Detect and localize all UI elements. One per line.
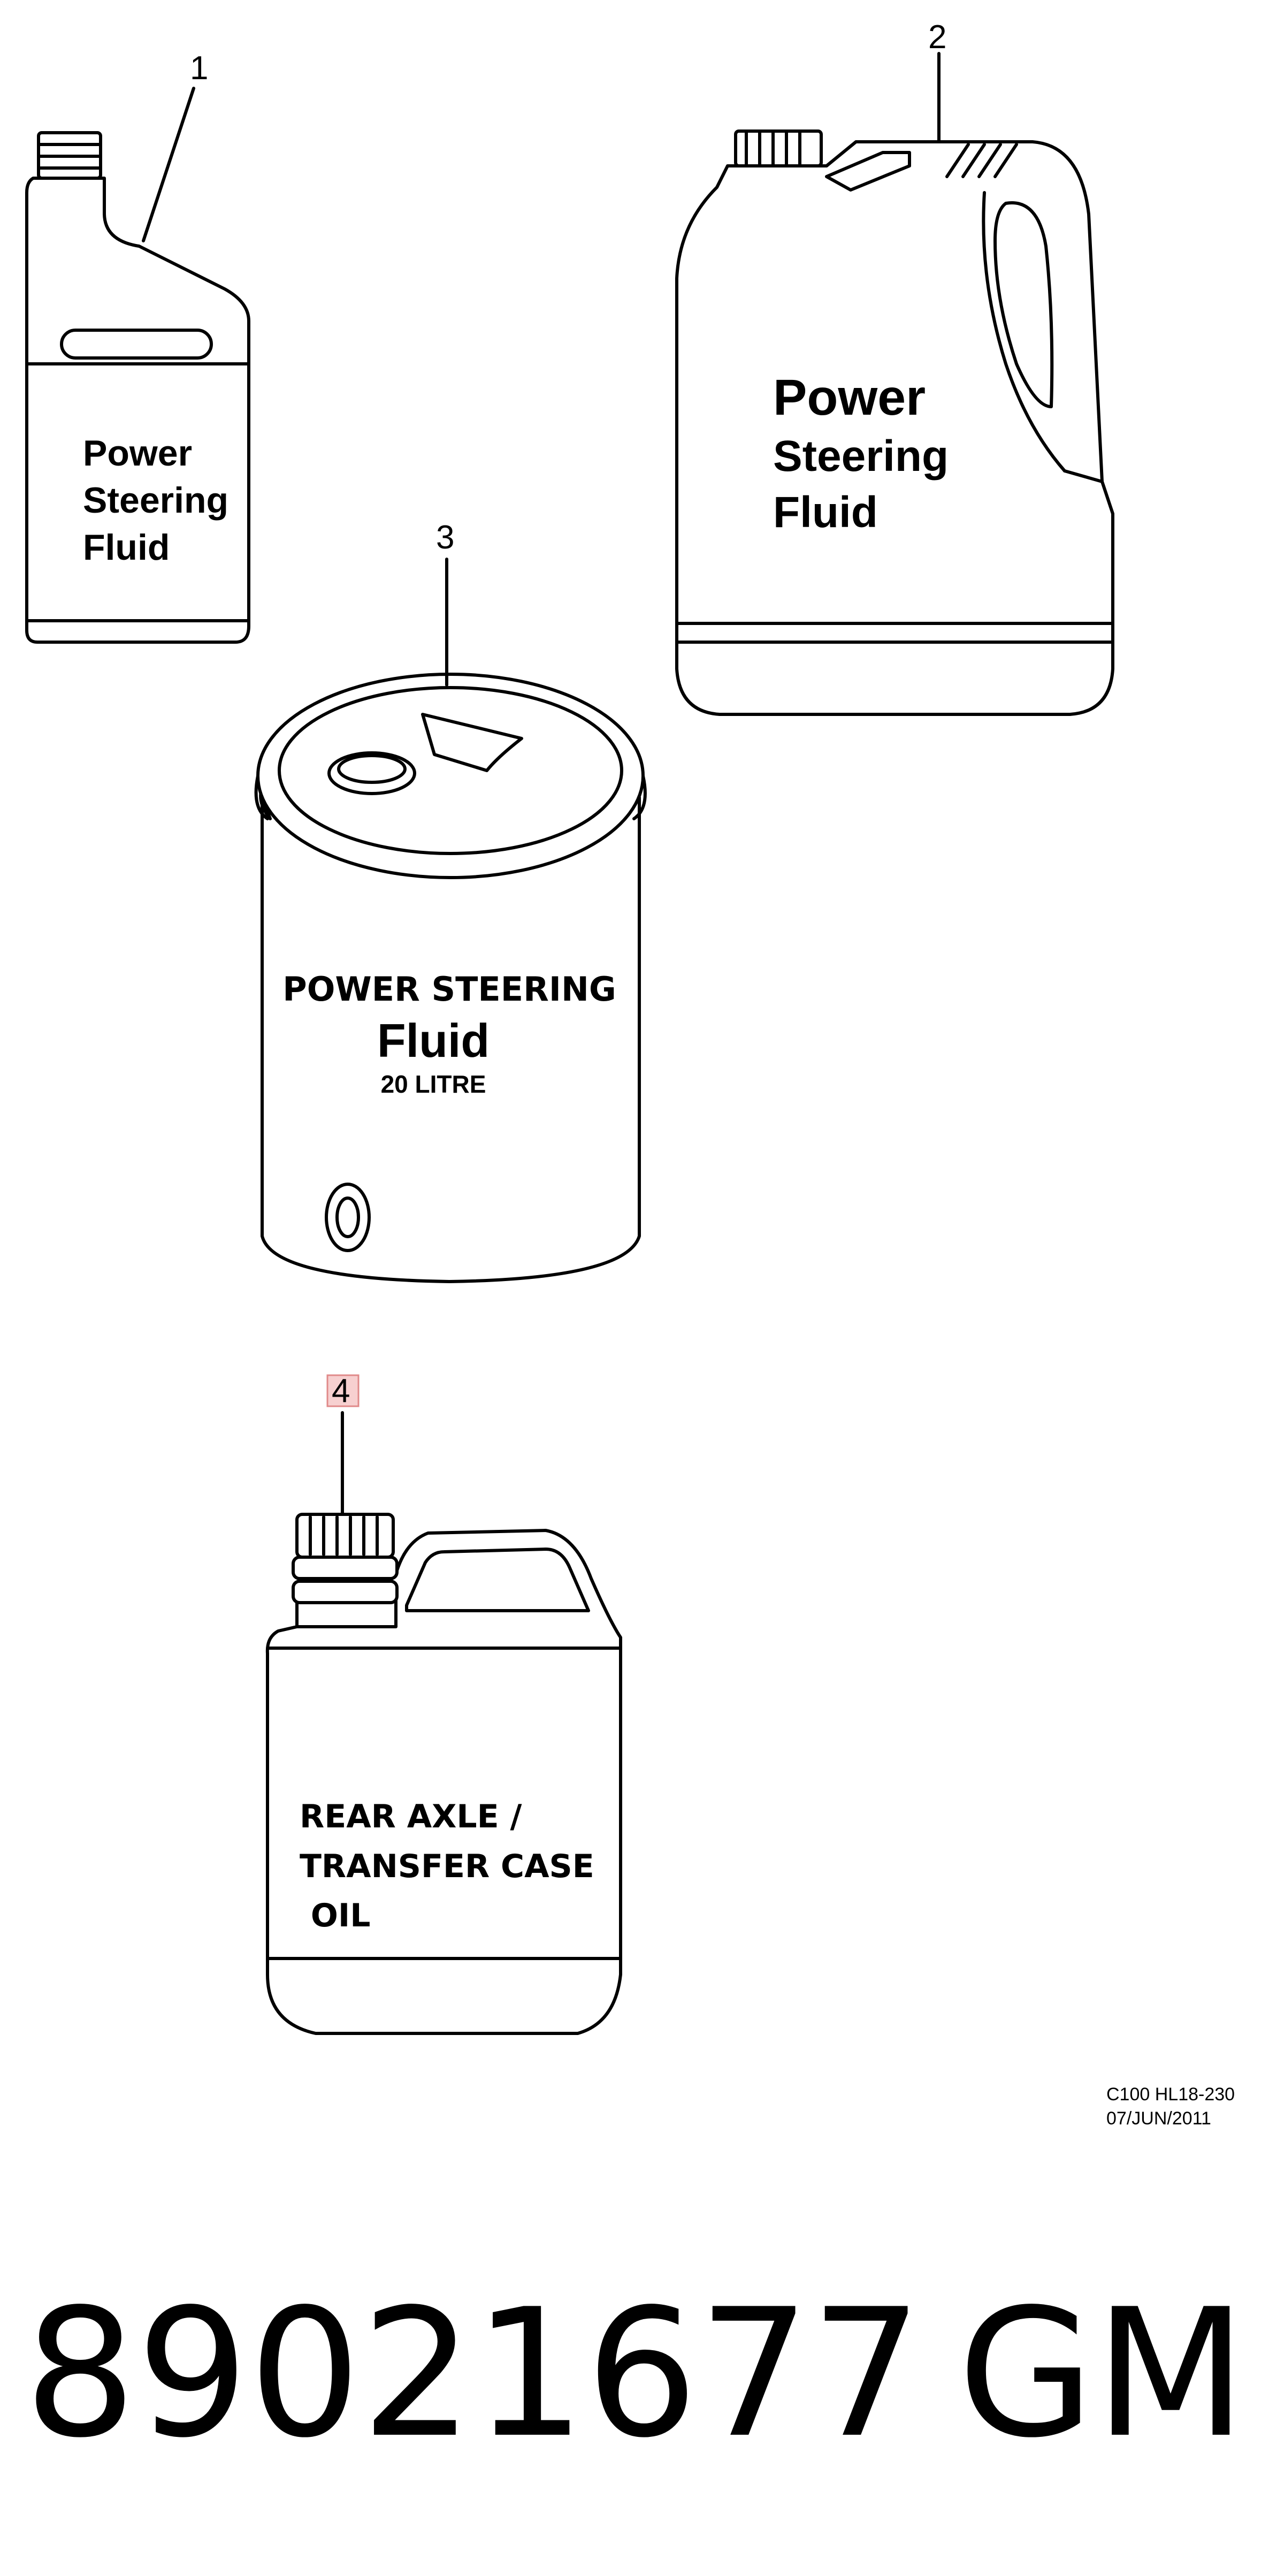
- canister-label-line-1: REAR AXLE /: [300, 1798, 522, 1835]
- canister-body: [265, 1529, 622, 2035]
- jug-grip-1: [825, 151, 911, 192]
- bottle-label-line-3: Fluid: [83, 527, 170, 568]
- brand-mark: GM: [958, 2271, 1247, 2476]
- jug-handle-hole: [993, 201, 1054, 408]
- jug-cap: [734, 129, 823, 167]
- drum-top-rim: [256, 673, 645, 879]
- drum-label-line-1: POWER STEERING: [282, 970, 616, 1009]
- reference-code: C100 HL18-230: [1106, 2084, 1235, 2105]
- jug-label-line-3: Fluid: [773, 488, 878, 537]
- jug-label-line-2: Steering: [773, 432, 949, 481]
- reference-date: 07/JUN/2011: [1106, 2108, 1211, 2129]
- jug-body: [675, 140, 1114, 716]
- drum-top-inner: [278, 686, 623, 855]
- power-steering-fluid-drum: POWER STEERING Fluid 20 LITRE: [254, 673, 647, 1283]
- jug-label-line-1: Power: [773, 369, 926, 426]
- drum-bung: [327, 751, 416, 795]
- rear-axle-oil-canister: REAR AXLE / TRANSFER CASE OIL: [265, 1513, 622, 2035]
- drum-lower-bung: [325, 1183, 371, 1252]
- power-steering-fluid-bottle: Power Steering Fluid: [25, 131, 250, 644]
- bottle-label-line-2: Steering: [83, 480, 228, 521]
- callout-2: 2: [928, 19, 946, 56]
- drum-label-line-3: 20 LITRE: [381, 1070, 486, 1098]
- callout-1: 1: [190, 50, 208, 87]
- drum-label-line-2: Fluid: [377, 1014, 490, 1067]
- part-number: 89021677: [24, 2271, 923, 2476]
- canister-handle-hole: [405, 1548, 590, 1612]
- callout-3: 3: [436, 519, 454, 556]
- drum-spout: [421, 713, 523, 772]
- bottle-window: [60, 329, 213, 360]
- canister-label-line-2: TRANSFER CASE: [300, 1848, 594, 1885]
- canister-label-line-3: OIL: [300, 1897, 370, 1934]
- power-steering-fluid-jug: Power Steering Fluid: [675, 129, 1114, 716]
- callout-leader-1: [142, 87, 195, 242]
- bottle-label-line-1: Power: [83, 433, 192, 474]
- callout-4[interactable]: 4: [332, 1373, 350, 1409]
- bottle-body: [25, 177, 250, 644]
- canister-neck: [292, 1556, 399, 1580]
- callout-4-highlight: [326, 1374, 360, 1407]
- drum-body: [261, 796, 641, 1283]
